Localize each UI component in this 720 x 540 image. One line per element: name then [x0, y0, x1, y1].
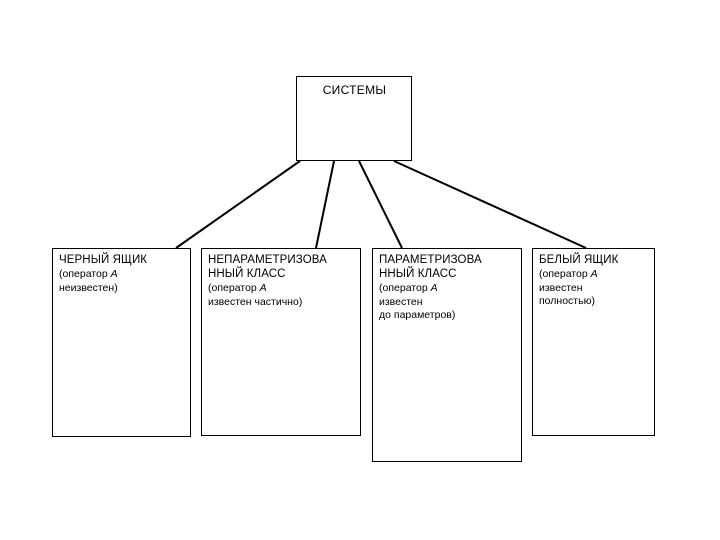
node-root-label: СИСТЕМЫ — [322, 83, 387, 97]
node-white-box-detail: (оператор A известен полностью) — [539, 268, 649, 309]
node-nonparametrized-class-detail-before: (оператор — [208, 282, 260, 294]
node-nonparametrized-class-detail-after: известен частично) — [208, 295, 303, 308]
node-parametrized-class[interactable]: ПАРАМЕТРИЗОВА ННЫЙ КЛАСС (оператор A изв… — [372, 248, 522, 462]
connector-line-black-box — [175, 160, 301, 249]
node-black-box-detail: (оператор A неизвестен) — [59, 268, 185, 295]
node-white-box-detail-before: (оператор — [539, 268, 591, 280]
node-parametrized-class-detail-before: (оператор — [379, 282, 431, 294]
connector-line-white-box — [393, 160, 587, 249]
node-white-box[interactable]: БЕЛЫЙ ЯЩИК (оператор A известен полность… — [532, 248, 655, 436]
node-nonparametrized-class[interactable]: НЕПАРАМЕТРИЗОВА ННЫЙ КЛАСС (оператор A и… — [201, 248, 361, 436]
node-parametrized-class-title: ПАРАМЕТРИЗОВА ННЫЙ КЛАСС — [379, 254, 482, 280]
node-nonparametrized-class-detail: (оператор A известен частично) — [208, 282, 355, 309]
node-black-box[interactable]: ЧЕРНЫЙ ЯЩИК (оператор A неизвестен) — [52, 248, 191, 437]
node-black-box-detail-after: неизвестен) — [59, 281, 118, 294]
node-nonparametrized-class-operator-symbol: A — [259, 282, 267, 294]
node-black-box-title: ЧЕРНЫЙ ЯЩИК — [59, 254, 148, 266]
node-parametrized-class-detail: (оператор A известен до параметров) — [379, 282, 516, 323]
node-nonparametrized-class-title: НЕПАРАМЕТРИЗОВА ННЫЙ КЛАСС — [208, 254, 327, 280]
node-parametrized-class-operator-symbol: A — [430, 282, 438, 294]
connector-line-parametrized-class — [358, 160, 403, 249]
node-white-box-operator-symbol: A — [590, 268, 598, 280]
node-black-box-detail-before: (оператор — [59, 268, 111, 280]
node-white-box-detail-after: известен полностью) — [539, 281, 595, 308]
node-root-systems[interactable]: СИСТЕМЫ — [296, 76, 412, 161]
node-white-box-title: БЕЛЫЙ ЯЩИК — [539, 254, 619, 266]
node-parametrized-class-detail-after: известен до параметров) — [379, 295, 456, 322]
node-black-box-operator-symbol: A — [110, 268, 118, 280]
connector-line-nonparametrized-class — [315, 160, 335, 249]
